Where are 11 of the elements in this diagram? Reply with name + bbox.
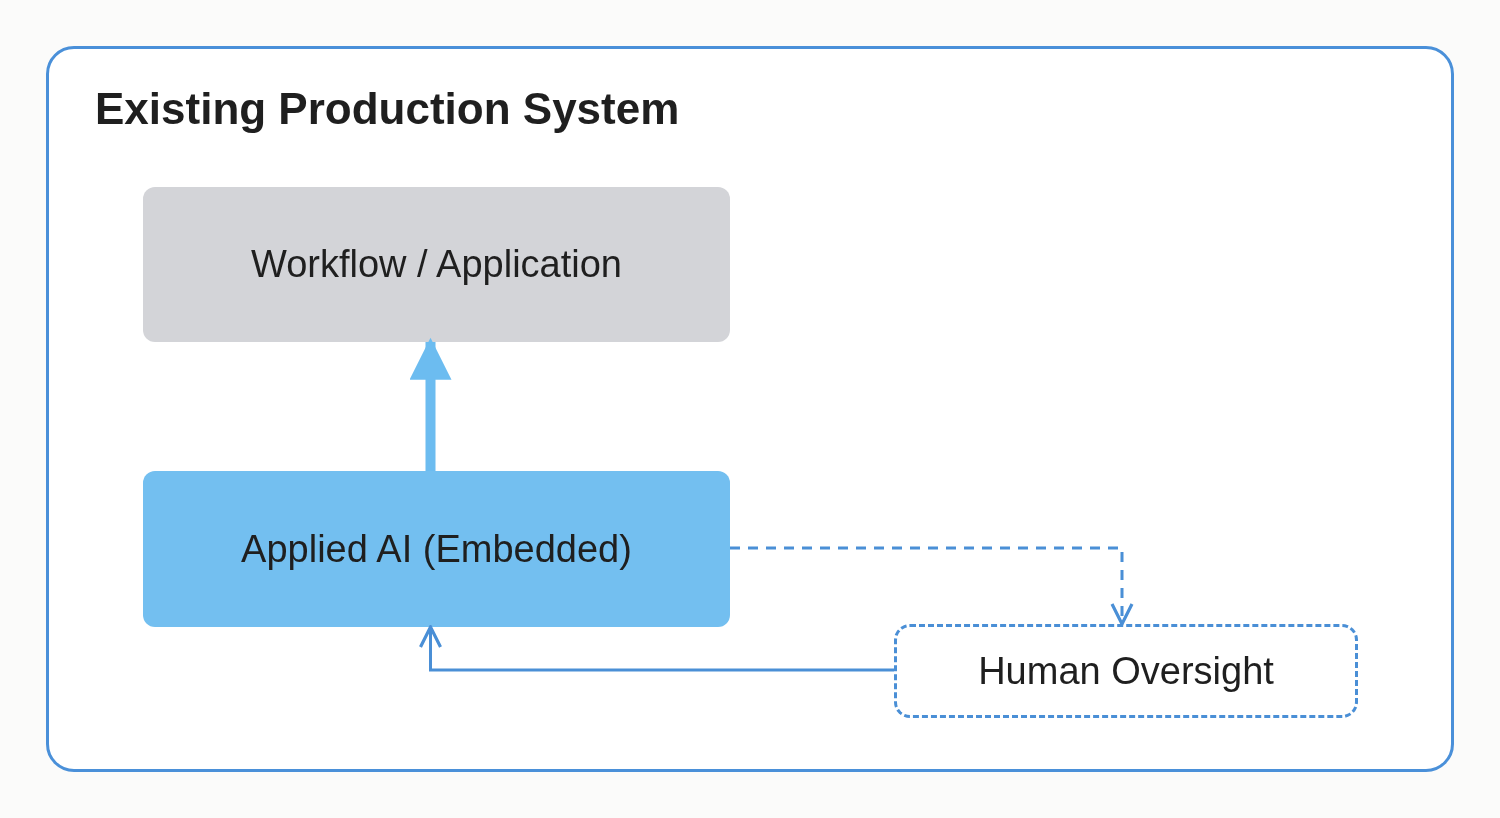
- arrow: [730, 546, 1134, 626]
- arrow: [409, 337, 452, 471]
- container-heading: Existing Production System: [95, 83, 680, 135]
- box-label: Applied AI (Embedded): [241, 526, 632, 572]
- process-box: [143, 187, 730, 342]
- process-box: [143, 471, 730, 627]
- box-label: Workflow / Application: [251, 242, 622, 287]
- system-container: [46, 46, 1454, 772]
- process-box: [894, 624, 1358, 718]
- box-label: Human Oversight: [978, 648, 1274, 694]
- arrow: [418, 625, 894, 672]
